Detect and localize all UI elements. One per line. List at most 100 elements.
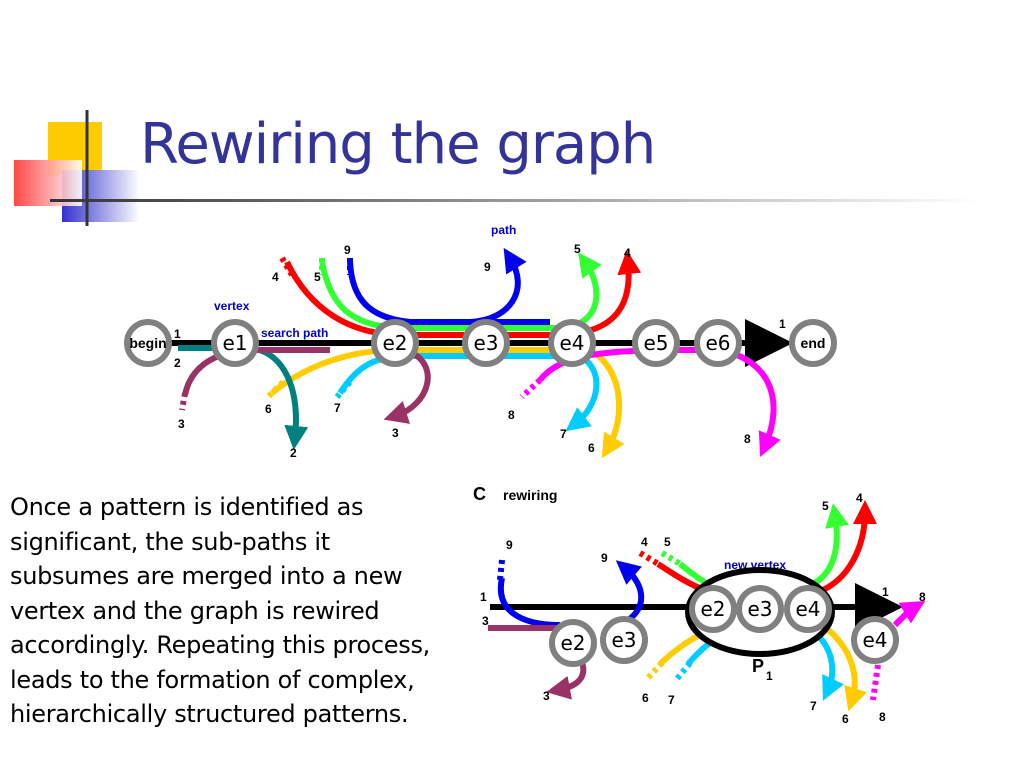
bottom-label-6b: 6 (842, 712, 849, 726)
bottom-label-5b: 5 (822, 499, 829, 513)
bottom-label-6: 6 (642, 691, 649, 705)
path-magenta-bottom (892, 600, 926, 628)
bottom-label-3: 3 (482, 614, 489, 628)
bottom-label-9b: 9 (601, 551, 608, 565)
dash-yellow-6-bottom (643, 660, 665, 683)
node-e6 (694, 319, 742, 367)
side-node-e2 (549, 619, 597, 667)
bottom-label-4: 4 (641, 535, 648, 549)
node-begin-label: begin (129, 335, 166, 351)
page-title: Rewiring the graph (140, 112, 656, 177)
node-e1-label: e1 (222, 331, 247, 355)
top-label-7: 7 (334, 401, 341, 415)
node-e5-label: e5 (643, 331, 668, 355)
top-label-9b: 9 (484, 260, 491, 274)
bottom-label-9a: 9 (506, 538, 513, 552)
path-blue-bundle (347, 261, 550, 325)
pattern-subscript: 1 (766, 669, 773, 683)
dash-plum-3 (179, 392, 188, 411)
annotation-path: path (491, 223, 516, 237)
logo-red-square (14, 160, 82, 206)
top-label-6: 6 (265, 402, 272, 416)
dash-green-5-bottom (660, 550, 684, 568)
dash-blue-9-bottom (497, 559, 505, 581)
p1-node-e2-label: e2 (700, 597, 725, 621)
bottom-label-8: 8 (919, 590, 926, 604)
path-cyan-down (565, 353, 600, 432)
bottom-label-1b: 1 (882, 585, 889, 599)
p1-node-e4 (784, 585, 832, 633)
bottom-label-5: 5 (664, 535, 671, 549)
top-label-4b: 4 (624, 246, 631, 260)
annotation-search-path: search path (261, 326, 328, 340)
top-label-2: 2 (174, 356, 181, 370)
section-letter: C (473, 484, 486, 504)
node-e4-label: e4 (559, 331, 584, 355)
side-node-e3 (600, 616, 648, 664)
bottom-label-1: 1 (480, 590, 487, 604)
top-label-5: 5 (314, 270, 321, 284)
path-cyan-bundle (337, 353, 560, 395)
dash-cyan-7 (334, 380, 353, 399)
top-label-8: 8 (508, 408, 515, 422)
path-blue-bottom (497, 577, 561, 628)
pattern-label: P (752, 656, 764, 676)
top-label-5b: 5 (574, 242, 581, 256)
p1-node-e4-label: e4 (795, 597, 820, 621)
top-label-2b: 2 (290, 446, 297, 460)
right-node-e4-label: e4 (862, 628, 887, 652)
dash-magenta-8 (519, 377, 543, 400)
body-paragraph: Once a pattern is identified as signific… (10, 493, 430, 728)
path-yellow-out (820, 622, 868, 712)
dash-cyan-7-bottom (673, 661, 693, 682)
top-label-9a: 9 (344, 243, 351, 257)
node-e5 (632, 319, 680, 367)
right-node-e4 (851, 616, 899, 664)
node-e3 (462, 319, 510, 367)
p1-node-e2 (689, 585, 737, 633)
node-end-label: end (801, 335, 826, 351)
top-label-4: 4 (272, 270, 279, 284)
annotation-vertex: vertex (214, 299, 250, 313)
top-label-7b: 7 (560, 427, 567, 441)
top-label-3: 3 (178, 417, 185, 431)
bottom-label-7b: 7 (810, 699, 817, 713)
path-green-out (808, 503, 849, 588)
bottom-label-8b: 8 (879, 710, 886, 724)
title-underline (50, 199, 980, 202)
bottom-label-4b: 4 (856, 491, 863, 505)
top-nodes: begin e1 e2 e3 e4 e5 e6 end (124, 319, 837, 367)
p1-node-e3 (736, 585, 784, 633)
path-red-out (816, 500, 877, 595)
bottom-path-labels: 9 9 4 5 5 4 1 3 1 8 3 6 7 7 6 8 (480, 491, 926, 726)
top-path-labels: 1 2 3 4 5 9 9 5 4 1 6 7 3 8 7 6 8 2 (174, 242, 786, 460)
path-plum-e2 (383, 349, 431, 424)
dash-magenta-8-bottom (870, 664, 881, 701)
node-e2-label: e2 (382, 331, 407, 355)
bottom-label-7: 7 (668, 693, 675, 707)
node-e6-label: e6 (705, 331, 730, 355)
path-cyan-out (812, 630, 844, 701)
node-begin (124, 319, 172, 367)
node-e1 (211, 319, 259, 367)
node-e2 (371, 319, 419, 367)
bottom-label-3b: 3 (543, 689, 550, 703)
top-label-8b: 8 (744, 432, 751, 446)
section-title: rewiring (503, 487, 557, 503)
path-blue-up (469, 247, 527, 325)
dash-red-4-bottom (638, 550, 662, 568)
node-end (789, 319, 837, 367)
dash-yellow-6 (265, 379, 286, 400)
path-yellow-down (588, 347, 625, 459)
path-green-up (559, 252, 602, 331)
top-label-6b: 6 (588, 441, 595, 455)
top-label-3b: 3 (392, 426, 399, 440)
node-e3-label: e3 (473, 331, 498, 355)
dash-red-4 (279, 256, 295, 277)
p1-node-e3-label: e3 (747, 597, 772, 621)
side-node-e2-label: e2 (560, 631, 585, 655)
top-label-1: 1 (174, 327, 181, 341)
bottom-nodes: e2 e3 e4 e2 e3 e4 P 1 (549, 567, 899, 683)
